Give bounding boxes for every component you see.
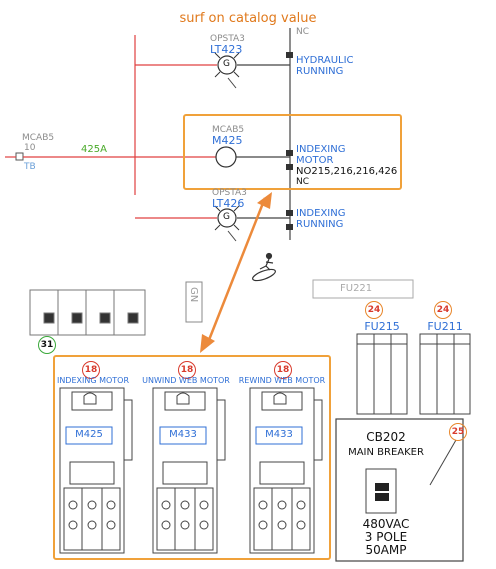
partial-device-fu221 bbox=[312, 279, 414, 299]
rung-top-tag-prefix: OPSTA3 bbox=[210, 34, 245, 44]
link-arrow-head-bottom bbox=[200, 334, 215, 353]
rung-mid-desc-line1: INDEXING bbox=[296, 144, 346, 155]
rung-mid-tag-prefix: MCAB5 bbox=[212, 125, 245, 135]
starter-body bbox=[249, 387, 323, 554]
breaker-rating-line2: 3 POLE bbox=[364, 530, 408, 544]
rung-bot-tag: LT426 bbox=[212, 197, 245, 210]
pilot-light-ray bbox=[233, 71, 240, 78]
caption: surf on catalog value bbox=[179, 11, 317, 26]
balloon-31: 31 bbox=[38, 336, 56, 354]
wire-label-425a: 425A bbox=[81, 144, 107, 155]
source-prefix: MCAB5 bbox=[22, 133, 55, 143]
rung-bot-stub bbox=[227, 230, 237, 242]
source-number: 10 bbox=[24, 143, 36, 153]
motor-coil-m425-symbol bbox=[215, 146, 237, 168]
starter-3-tag: M433 bbox=[265, 429, 293, 440]
rung-mid-tag: M425 bbox=[212, 134, 243, 147]
starter-1-title: INDEXING MOTOR bbox=[56, 376, 130, 385]
rung-mid-nc-contacts: NC bbox=[296, 177, 310, 187]
starter-3-balloon: 18 bbox=[274, 361, 292, 379]
pilot-light-ray bbox=[214, 224, 221, 231]
pilot-light-ray bbox=[214, 52, 221, 59]
partial-device-gn bbox=[185, 281, 203, 323]
starter-2-title: UNWIND WEB MOTOR bbox=[142, 376, 230, 385]
starter-tag-box bbox=[255, 426, 303, 445]
breaker-rating-line3: 50AMP bbox=[365, 543, 407, 557]
starter-2-balloon: 18 bbox=[178, 361, 196, 379]
rung-top-desc-line1: HYDRAULIC bbox=[296, 55, 354, 66]
starter-tag-box bbox=[65, 426, 113, 445]
starter-1-tag: M425 bbox=[75, 429, 103, 440]
rung-mid-desc-line2: MOTOR bbox=[296, 155, 334, 166]
partial-device-left bbox=[29, 289, 146, 336]
bus-terminal bbox=[286, 164, 293, 170]
rung-bot-desc-line1: INDEXING bbox=[296, 208, 346, 219]
breaker-balloon: 25 bbox=[449, 423, 467, 441]
fuse-fu215-balloon: 24 bbox=[365, 301, 383, 319]
starter-body bbox=[152, 387, 226, 554]
fuse-fu215-label: FU215 bbox=[364, 320, 400, 333]
partial-label-fu221: FU221 bbox=[340, 283, 373, 294]
leader-line-25 bbox=[429, 439, 457, 486]
breaker-rating-line1: 480VAC bbox=[362, 517, 410, 531]
breaker-body bbox=[335, 418, 464, 562]
bus-terminal bbox=[286, 150, 293, 156]
bus-terminal bbox=[286, 52, 293, 58]
breaker-title: MAIN BREAKER bbox=[348, 447, 424, 458]
partial-label-gn: GN bbox=[188, 287, 199, 303]
pilot-light-lt423-letter: G bbox=[223, 59, 230, 69]
rung-top-tag: LT423 bbox=[210, 43, 243, 56]
source-terminal bbox=[15, 152, 24, 161]
rung-bot-desc-line2: RUNNING bbox=[296, 219, 344, 230]
bus-terminal bbox=[286, 224, 293, 230]
pilot-light-ray bbox=[233, 52, 240, 59]
rung-top-desc-line2: RUNNING bbox=[296, 66, 344, 77]
surf-cursor-icon bbox=[252, 252, 276, 282]
pilot-light-ray bbox=[233, 205, 240, 212]
starter-3-title: REWIND WEB MOTOR bbox=[238, 376, 326, 385]
link-arrow-shaft bbox=[205, 197, 267, 346]
source-tb: TB bbox=[24, 162, 36, 172]
fuse-fu211-balloon: 24 bbox=[434, 301, 452, 319]
pilot-light-ray bbox=[214, 205, 221, 212]
highlight-box-panel bbox=[53, 355, 331, 560]
starter-tag-box bbox=[159, 426, 207, 445]
pilot-light-ray bbox=[233, 224, 240, 231]
starter-1-balloon: 18 bbox=[82, 361, 100, 379]
pilot-light-ray bbox=[214, 71, 221, 78]
starter-body bbox=[59, 387, 133, 554]
highlight-box-schematic bbox=[183, 114, 402, 190]
bus-terminal bbox=[286, 210, 293, 216]
rung-top-stub bbox=[227, 77, 237, 89]
breaker-tag: CB202 bbox=[366, 430, 406, 444]
pilot-light-lt426-symbol bbox=[217, 208, 237, 228]
link-arrow-head-top bbox=[257, 192, 272, 209]
rung-bot-tag-prefix: OPSTA3 bbox=[212, 188, 247, 198]
starter-2-tag: M433 bbox=[169, 429, 197, 440]
pilot-light-lt423-symbol bbox=[217, 55, 237, 75]
fuse-fu211-body bbox=[419, 333, 471, 415]
rung-top-partial-nc: NC bbox=[296, 27, 310, 37]
fuse-fu215-body bbox=[356, 333, 408, 415]
fuse-fu211-label: FU211 bbox=[427, 320, 463, 333]
pilot-light-lt426-letter: G bbox=[223, 212, 230, 222]
rung-mid-no-contacts: NO215,216,216,426 bbox=[296, 166, 398, 177]
